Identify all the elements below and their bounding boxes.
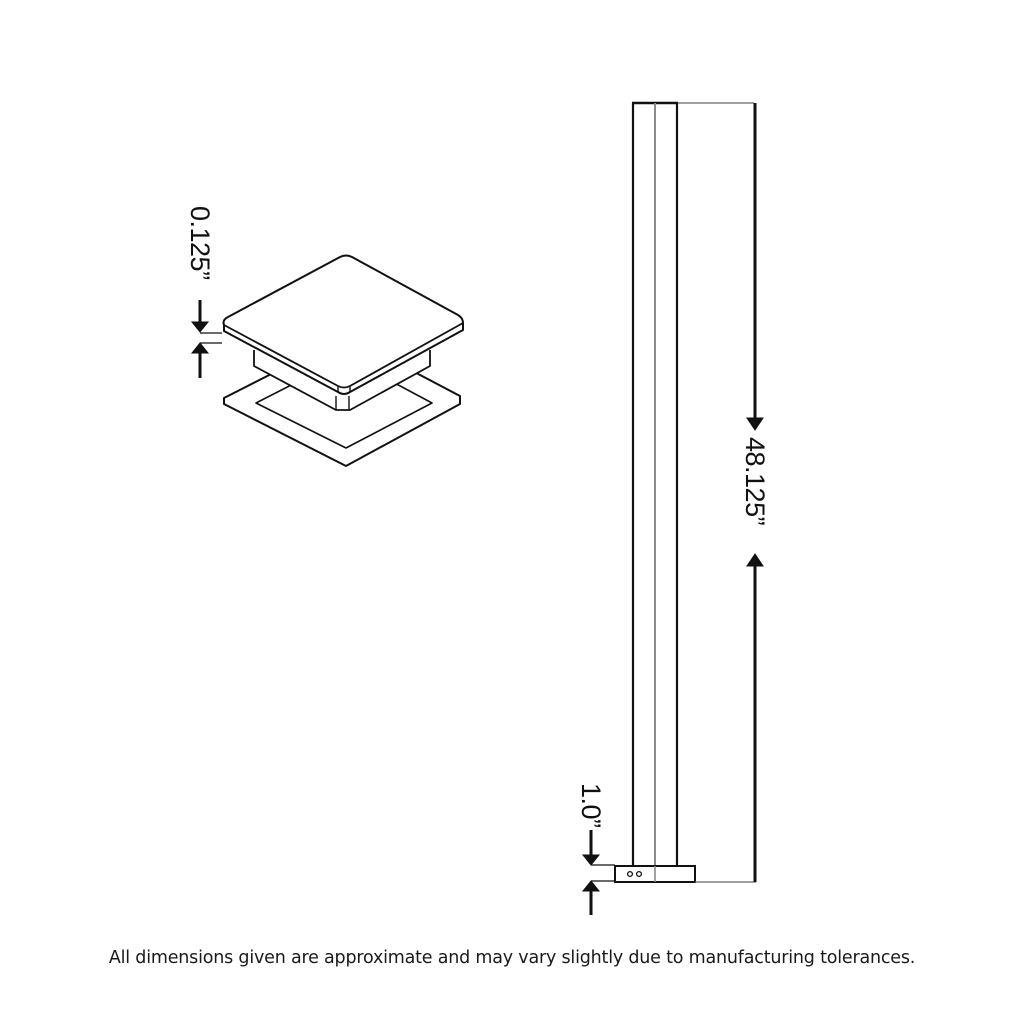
base-screw-1 [626, 870, 634, 878]
label-cap-thickness: 0.125” [185, 206, 215, 280]
label-overall-height: 48.125” [740, 437, 770, 526]
isometric-post-view [222, 254, 464, 910]
side-elevation-view [614, 101, 756, 883]
dimension-cap-thickness [190, 300, 222, 378]
label-base-height: 1.0” [576, 783, 606, 828]
dimension-base-height [581, 830, 615, 915]
base-screw-2 [635, 870, 643, 878]
dimension-overall-height [746, 103, 764, 882]
cap-plate-top [222, 254, 464, 395]
disclaimer-caption: All dimensions given are approximate and… [108, 948, 916, 968]
